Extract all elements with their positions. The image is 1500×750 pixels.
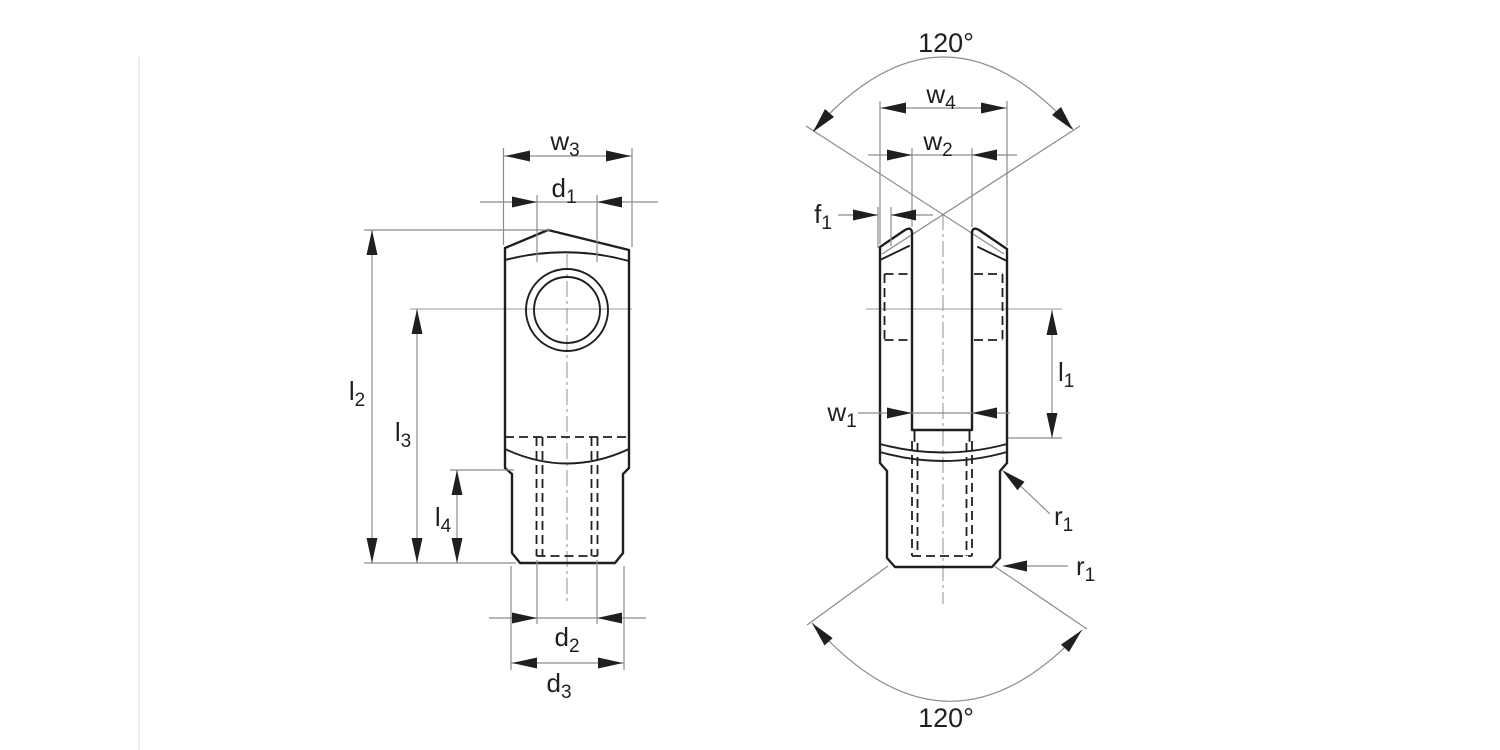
w4-dimension: w4 xyxy=(879,79,1008,246)
bottom-angle-dimension: 120° xyxy=(806,565,1088,733)
top-angle-label: 120° xyxy=(918,28,974,58)
w2-dimension: w2 xyxy=(868,126,1017,227)
arrowhead xyxy=(451,538,463,563)
w3-dimension: w3 xyxy=(502,126,633,247)
arrowhead xyxy=(1046,310,1058,335)
arrowhead xyxy=(853,209,878,221)
d1-dimension: d1 xyxy=(480,173,658,262)
arrowhead xyxy=(881,102,906,114)
f1-label: f1 xyxy=(814,199,832,234)
w1-dimension: w1 xyxy=(826,397,1010,432)
l3-dimension: l3 xyxy=(395,309,423,563)
l2-dimension: l2 xyxy=(349,230,378,563)
w4-label: w4 xyxy=(925,79,956,114)
w1-label: w1 xyxy=(826,397,856,432)
d3-dimension: d3 xyxy=(510,566,625,703)
d3-label: d3 xyxy=(546,668,571,703)
bottom-chamfer-arc-upper xyxy=(879,443,1008,454)
arrowhead xyxy=(598,657,623,669)
arrowhead xyxy=(597,196,622,208)
arrowhead xyxy=(1002,470,1025,491)
angle-ray xyxy=(993,565,1088,630)
angle-ray xyxy=(806,565,889,626)
arrowhead xyxy=(1046,413,1058,438)
hidden-thread-lines xyxy=(505,436,629,557)
pin-hole-outer-circle xyxy=(525,268,609,352)
bottom-chamfer-arc xyxy=(504,448,630,465)
arrowhead xyxy=(512,657,537,669)
d1-label: d1 xyxy=(551,173,576,208)
hidden-thread-lines xyxy=(911,441,973,557)
arrowhead xyxy=(887,149,912,161)
l1-dimension: l1 xyxy=(1008,310,1074,439)
r1-upper-label: r1 xyxy=(1054,501,1073,536)
arrowhead xyxy=(1002,560,1027,572)
arrowhead xyxy=(812,623,833,646)
r1-lower-leader: r1 xyxy=(1002,551,1095,586)
angle-arc xyxy=(811,622,1083,702)
arrowhead xyxy=(1061,630,1082,652)
d2-dimension: d2 xyxy=(489,560,646,657)
arrowhead xyxy=(512,612,537,624)
arrowhead xyxy=(972,407,997,419)
pin-hole-inner-circle xyxy=(533,276,601,344)
leader-line xyxy=(1018,484,1051,515)
side-view: w3 d1 l2 l3 xyxy=(349,126,658,703)
arrowhead xyxy=(597,612,622,624)
f1-dimension: f1 xyxy=(814,199,933,248)
arrowhead xyxy=(1052,107,1073,130)
r1-lower-label: r1 xyxy=(1076,551,1095,586)
angle-ray xyxy=(881,125,1081,255)
arrowhead xyxy=(505,150,530,162)
l2-label: l2 xyxy=(349,376,365,411)
top-angle-dimension: 120° xyxy=(812,28,1074,132)
front-view-outline xyxy=(878,227,1009,569)
arrowhead xyxy=(606,150,631,162)
hidden-hole-lines xyxy=(883,273,1004,341)
arrowhead xyxy=(366,230,378,255)
l4-label: l4 xyxy=(435,502,452,537)
arrowhead xyxy=(972,149,997,161)
front-view: 120° w4 w2 f1 xyxy=(805,28,1095,733)
d2-label: d2 xyxy=(554,622,579,657)
l4-dimension: l4 xyxy=(435,470,463,563)
top-chamfer-arc xyxy=(504,251,630,262)
arrowhead xyxy=(512,196,537,208)
arrowhead xyxy=(451,470,463,495)
w2-label: w2 xyxy=(922,126,952,161)
bottom-chamfer-arc-lower xyxy=(879,451,1008,462)
arrowhead xyxy=(366,538,378,563)
angle-arc xyxy=(812,56,1074,132)
l1-label: l1 xyxy=(1058,357,1074,392)
arrowhead xyxy=(411,309,423,334)
bottom-angle-label: 120° xyxy=(918,703,974,733)
r1-upper-leader: r1 xyxy=(1002,470,1073,536)
arrowhead xyxy=(411,538,423,563)
prong-chamfer-line-right xyxy=(977,246,1008,262)
prong-chamfer-line-left xyxy=(879,245,910,261)
w3-label: w3 xyxy=(549,126,579,161)
arrowhead xyxy=(887,407,912,419)
l3-label: l3 xyxy=(395,417,411,452)
arrowhead xyxy=(981,102,1006,114)
side-view-outline xyxy=(503,228,631,565)
arrowhead xyxy=(891,209,916,221)
angle-ray xyxy=(805,125,1005,255)
arrowhead xyxy=(813,109,834,132)
